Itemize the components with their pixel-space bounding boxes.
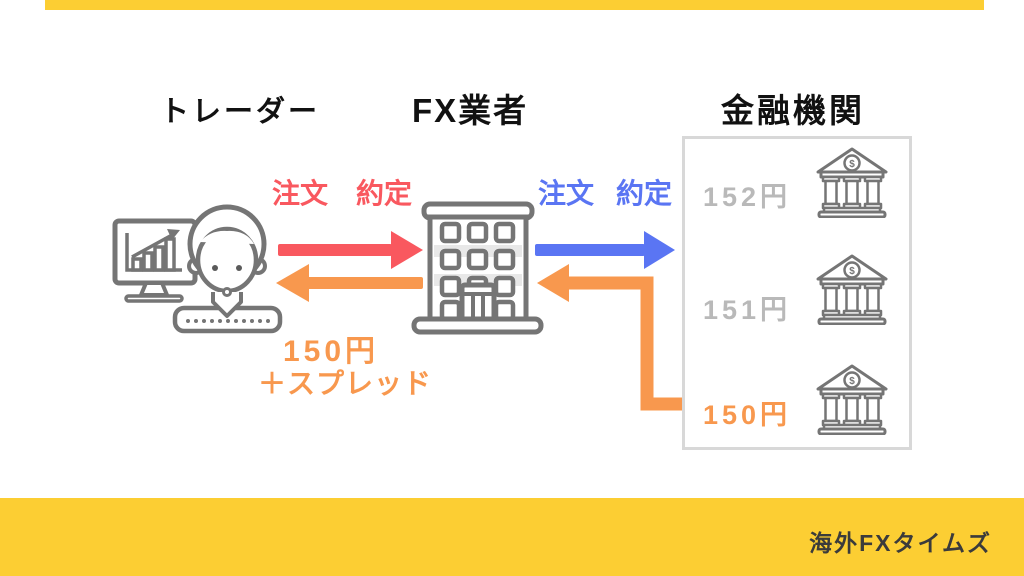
dollar-icon: $ xyxy=(849,159,855,170)
label-broker-price: 150円 xyxy=(283,335,380,368)
trader-person-icon xyxy=(172,204,283,334)
bank-icon-1: $ xyxy=(816,147,888,218)
title-fx-broker: FX業者 xyxy=(412,92,529,129)
financial-institutions-box: 152円 $ 151円 xyxy=(682,136,912,450)
label-order-execution-left: 注文 約定 xyxy=(272,172,412,212)
label-broker-spread: ＋スプレッド xyxy=(258,368,433,399)
order-arrow-broker-to-bank xyxy=(535,231,675,269)
label-order-right: 注文 xyxy=(538,178,595,209)
label-execution-left: 約定 xyxy=(356,178,413,209)
fx-broker-building-icon xyxy=(411,201,544,335)
execution-arrow-bank-to-broker xyxy=(537,264,707,411)
order-arrow-trader-to-broker xyxy=(278,231,423,269)
rate-label-150: 150円 xyxy=(703,400,792,430)
footer-bar: 海外FXタイムズ xyxy=(0,498,1024,576)
jacket-dots xyxy=(186,319,270,323)
dollar-icon: $ xyxy=(849,266,855,277)
label-execution-right: 約定 xyxy=(616,178,673,209)
brand-logo: 海外FXタイムズ xyxy=(809,530,992,556)
execution-arrow-broker-to-trader xyxy=(276,264,423,302)
rate-label-152: 152円 xyxy=(703,182,792,212)
bank-icon-2: $ xyxy=(816,254,888,325)
rate-label-151: 151円 xyxy=(703,295,792,325)
title-trader: トレーダー xyxy=(160,96,321,128)
label-order-execution-right: 注文 約定 xyxy=(538,172,672,212)
dollar-icon: $ xyxy=(849,376,855,387)
label-order-left: 注文 xyxy=(272,178,329,209)
top-accent-bar xyxy=(45,0,984,10)
bank-icon-3: $ xyxy=(816,364,888,435)
title-financial-institutions: 金融機関 xyxy=(721,92,865,129)
